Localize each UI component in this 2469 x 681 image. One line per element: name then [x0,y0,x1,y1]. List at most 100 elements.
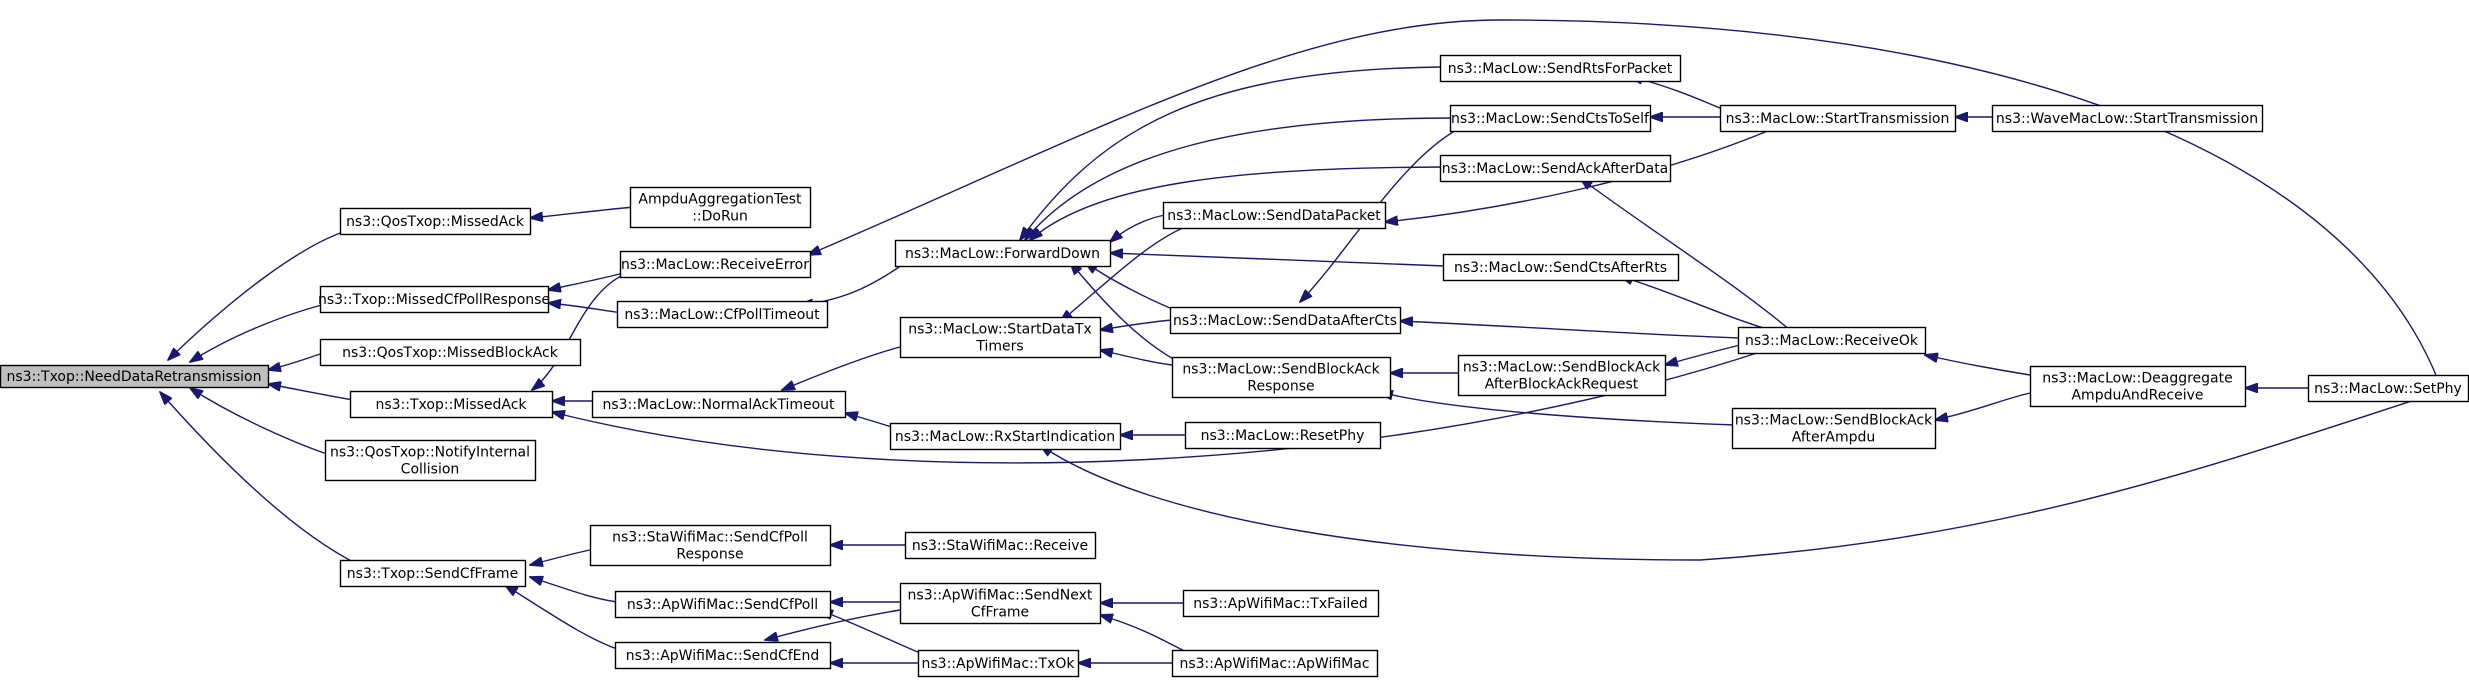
edge-receiveerror-setphy [808,19,2441,386]
node-label: ns3::MacLow::ForwardDown [905,246,1100,262]
node-senddatapacket[interactable]: ns3::MacLow::SendDataPacket [1162,201,1387,230]
node-box [1171,356,1392,399]
node-box [1449,104,1652,133]
node-rxstart[interactable]: ns3::MacLow::RxStartIndication [889,422,1122,451]
node-label: ns3::ApWifiMac::SendCfPoll [627,597,818,613]
node-normalacktimeout[interactable]: ns3::MacLow::NormalAckTimeout [591,390,847,419]
node-label: ns3::WaveMacLow::StartTransmission [1996,111,2258,127]
node-label: ns3::Txop::NeedDataRetransmission [7,369,262,385]
node-box [1439,154,1672,183]
edge-forwarddown-sendrtsforpacket [1020,66,1442,240]
node-ap-sendcfend[interactable]: ns3::ApWifiMac::SendCfEnd [614,641,832,670]
edge-root-qosnotify [190,388,331,456]
edge-forwarddown-sendblockackresp [1070,262,1176,361]
node-label: CfFrame [971,605,1029,621]
edge-normalacktimeout-rxstart [845,413,896,429]
node-label: ns3::MacLow::SendBlockAck [1182,362,1380,378]
node-sendcfframe[interactable]: ns3::Txop::SendCfFrame [339,559,527,588]
node-label: ns3::MacLow::SetPhy [2314,381,2462,397]
node-ap-txok[interactable]: ns3::ApWifiMac::TxOk [917,649,1080,678]
node-receiveok[interactable]: ns3::MacLow::ReceiveOk [1737,326,1927,355]
node-starttransmission[interactable]: ns3::MacLow::StartTransmission [1719,104,1957,133]
edge-rxstart-setphy [1040,394,2431,561]
node-ap-apwifimac[interactable]: ns3::ApWifiMac::ApWifiMac [1171,649,1379,678]
edge-startdatatx-senddatapacket [1060,224,1191,322]
nodes: ns3::Txop::NeedDataRetransmissionns3::Qo… [0,54,2469,678]
edge-senddatapacket-starttransmission [1385,129,1771,222]
node-qos-missedack[interactable]: ns3::QosTxop::MissedAck [339,207,532,236]
node-label: ns3::MacLow::StartDataTx [908,322,1092,338]
node-label: ns3::MacLow::RxStartIndication [895,429,1115,445]
node-box [589,524,832,567]
node-receiveerror[interactable]: ns3::MacLow::ReceiveError [619,250,812,279]
node-sendbaafterbar[interactable]: ns3::MacLow::SendBlockAckAfterBlockAckRe… [1457,354,1667,397]
node-label: ns3::MacLow::CfPollTimeout [624,307,820,323]
node-label: ns3::QosTxop::MissedAck [346,214,525,230]
node-label: ns3::MacLow::SendCtsToSelf [1451,111,1650,127]
node-label: Collision [401,462,460,478]
node-box [2029,365,2247,408]
node-ap-sendcfpoll[interactable]: ns3::ApWifiMac::SendCfPoll [614,590,832,619]
node-box [0,364,270,389]
edge-root-missedcfpoll [190,302,331,362]
node-missedcfpoll[interactable]: ns3::Txop::MissedCfPollResponse [318,285,550,314]
edge-root-qosmissedblockack [268,351,328,370]
node-label: AfterBlockAckRequest [1485,377,1639,393]
node-box [917,649,1080,678]
node-label: ns3::MacLow::SendDataPacket [1167,208,1381,224]
node-box [1457,354,1667,397]
node-ap-txfailed[interactable]: ns3::ApWifiMac::TxFailed [1182,589,1380,618]
node-label: ns3::MacLow::SendBlockAck [1463,360,1661,376]
node-sendrtsforpacket[interactable]: ns3::MacLow::SendRtsForPacket [1439,54,1682,83]
node-label: Response [1247,379,1314,395]
node-label: ns3::ApWifiMac::ApWifiMac [1179,656,1369,672]
node-box [904,531,1097,560]
node-label: ns3::ApWifiMac::SendNext [908,588,1093,604]
node-label: ns3::Txop::SendCfFrame [347,566,518,582]
edge-sendcfframe-stasendcfpoll [530,549,591,565]
edge-root-txopmissedack [268,384,354,401]
edge-sendblockackresp-sendbaafterampdu [1380,392,1736,426]
edge-root-sendcfframe [160,392,371,571]
node-qos-missedblockack[interactable]: ns3::QosTxop::MissedBlockAck [319,338,582,367]
edge-txopmissedack-receiveok [552,351,1761,464]
node-sendctstoself[interactable]: ns3::MacLow::SendCtsToSelf [1449,104,1652,133]
edge-apsendnext-apwifimac [1100,615,1194,656]
node-wave-starttx[interactable]: ns3::WaveMacLow::StartTransmission [1991,104,2264,133]
node-box [1169,306,1402,335]
node-label: ns3::MacLow::StartTransmission [1726,111,1950,127]
node-label: ::DoRun [692,209,748,225]
node-sta-receive[interactable]: ns3::StaWifiMac::Receive [904,531,1097,560]
node-txop-missedack[interactable]: ns3::Txop::MissedAck [349,390,554,419]
node-setphy[interactable]: ns3::MacLow::SetPhy [2307,374,2469,403]
node-box [1439,54,1682,83]
node-box [1719,104,1957,133]
node-box [319,285,550,314]
node-box [339,207,532,236]
node-cfpolltimeout[interactable]: ns3::MacLow::CfPollTimeout [616,300,829,329]
edge-cfpolltimeout-forwarddown [800,262,906,305]
node-label: ns3::ApWifiMac::SendCfEnd [626,648,820,664]
node-box [894,239,1112,268]
edge-sendbaafterampdu-deaggregate [1935,392,2031,420]
node-box [339,559,527,588]
node-root[interactable]: ns3::Txop::NeedDataRetransmission [0,364,270,389]
node-forwarddown[interactable]: ns3::MacLow::ForwardDown [894,239,1112,268]
node-label: ns3::ApWifiMac::TxOk [922,656,1076,672]
node-senddataaftercts[interactable]: ns3::MacLow::SendDataAfterCts [1169,306,1402,335]
node-sendctsafterrts[interactable]: ns3::MacLow::SendCtsAfterRts [1442,253,1680,282]
node-ampdutest[interactable]: AmpduAggregationTest::DoRun [629,186,812,229]
edge-sendcfframe-apsendcfend [505,585,621,651]
node-label: AfterAmpdu [1792,430,1875,446]
node-resetphy[interactable]: ns3::MacLow::ResetPhy [1184,421,1382,450]
node-sendackafterdata[interactable]: ns3::MacLow::SendAckAfterData [1439,154,1672,183]
node-box [614,590,832,619]
